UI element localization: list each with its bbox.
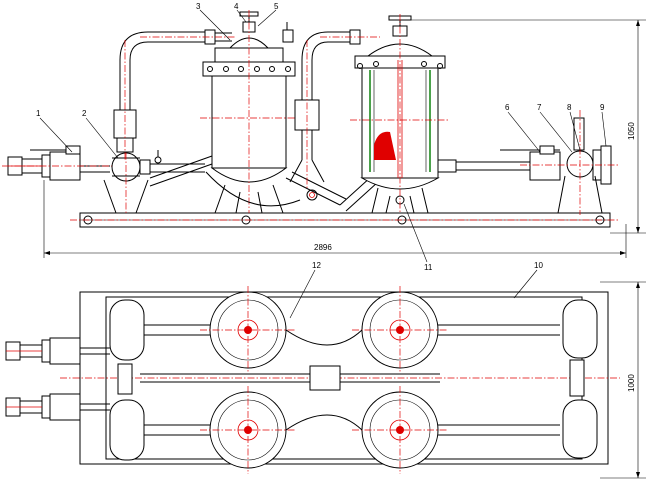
valve-body-2 xyxy=(103,140,205,215)
callout-labels: 1 2 3 4 5 6 7 8 9 11 12 10 xyxy=(36,2,605,272)
outlet-assembly-right xyxy=(500,110,620,215)
callout-3: 3 xyxy=(196,2,201,11)
elevation-view xyxy=(2,10,646,258)
dimension-lines-plan xyxy=(600,281,646,479)
callout-11: 11 xyxy=(424,263,433,272)
callout-9: 9 xyxy=(600,103,605,112)
callout-2: 2 xyxy=(82,109,87,118)
dimension-elevation-height: 1050 xyxy=(627,122,636,140)
left-riser-pipe xyxy=(113,29,235,160)
dimension-lines-elevation xyxy=(43,19,646,258)
plan-vessel-top-right xyxy=(352,286,448,374)
filter-vessel-2 xyxy=(350,14,530,214)
dimension-plan-width: 1000 xyxy=(627,374,636,392)
callout-12: 12 xyxy=(312,261,321,270)
callout-10: 10 xyxy=(534,261,543,270)
callout-7: 7 xyxy=(537,103,542,112)
plan-end-drums xyxy=(109,299,598,461)
plan-vessel-bottom-left xyxy=(200,386,296,474)
plan-vessel-top-left xyxy=(200,286,296,374)
plan-view xyxy=(5,281,646,479)
callout-6: 6 xyxy=(505,103,510,112)
dimension-overall-length: 2896 xyxy=(314,243,332,252)
plan-pipework xyxy=(117,324,585,436)
callout-4: 4 xyxy=(234,2,239,11)
callout-5: 5 xyxy=(274,2,279,11)
inlet-assembly-left xyxy=(2,145,140,181)
filter-vessel-1 xyxy=(200,10,300,214)
callout-leaders xyxy=(39,9,607,319)
fill-level-marker xyxy=(374,131,396,160)
plan-inlets-left xyxy=(5,337,110,421)
dimension-texts: 2896 1050 1000 xyxy=(314,122,636,392)
base-skid xyxy=(70,212,620,228)
plan-vessel-bottom-right xyxy=(352,386,448,474)
callout-8: 8 xyxy=(567,103,572,112)
callout-1: 1 xyxy=(36,109,41,118)
cross-over-pipe xyxy=(149,29,380,212)
